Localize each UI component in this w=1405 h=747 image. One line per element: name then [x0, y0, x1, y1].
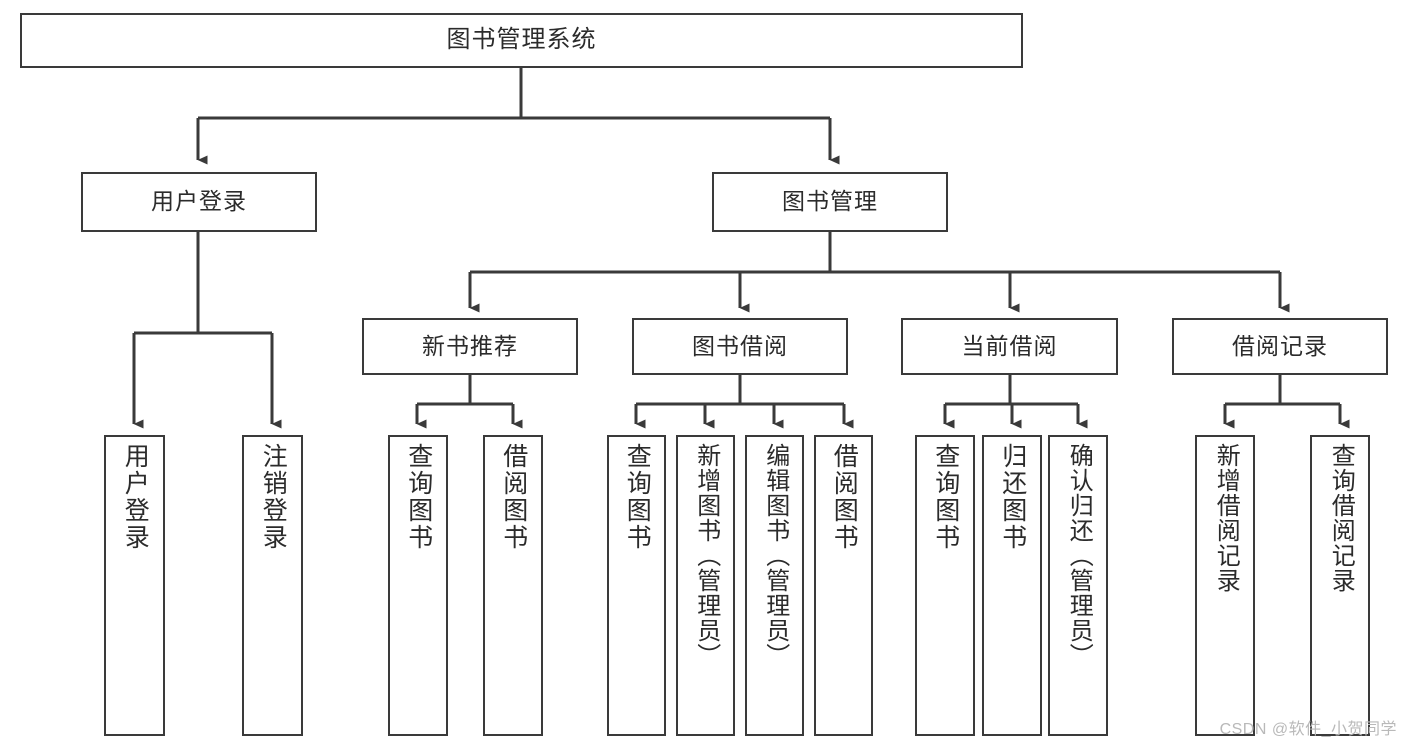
node-label: 用户登录	[121, 443, 150, 551]
node-leaf-borrow-book-recommend[interactable]: 借阅图书	[483, 435, 543, 736]
node-label: 用户登录	[151, 188, 247, 215]
node-label: 新增图书（管理员）	[692, 443, 720, 668]
node-label: 归还图书	[998, 443, 1027, 551]
node-leaf-logout-login[interactable]: 注销登录	[242, 435, 303, 736]
node-leaf-query-book-borrow[interactable]: 查询图书	[607, 435, 666, 736]
node-borrow-record[interactable]: 借阅记录	[1172, 318, 1388, 375]
node-label: 查询图书	[404, 443, 433, 551]
node-leaf-add-book-admin[interactable]: 新增图书（管理员）	[676, 435, 735, 736]
node-current-borrow[interactable]: 当前借阅	[901, 318, 1118, 375]
node-leaf-query-book-recommend[interactable]: 查询图书	[388, 435, 448, 736]
node-label: 图书借阅	[692, 332, 788, 359]
node-label: 借阅图书	[830, 443, 859, 551]
node-label: 查询借阅记录	[1327, 443, 1355, 593]
node-leaf-borrow-book[interactable]: 借阅图书	[814, 435, 873, 736]
node-user-login[interactable]: 用户登录	[81, 172, 317, 232]
watermark-csdn: CSDN @软件_小贺同学	[1219, 721, 1397, 738]
node-leaf-user-login[interactable]: 用户登录	[104, 435, 165, 736]
node-label: 查询图书	[931, 443, 960, 551]
node-label: 新增借阅记录	[1212, 443, 1240, 593]
node-root-book-management-system[interactable]: 图书管理系统	[20, 13, 1023, 68]
node-label: 当前借阅	[961, 332, 1058, 359]
node-label: 图书管理系统	[446, 26, 597, 54]
node-label: 图书管理	[782, 188, 878, 215]
node-leaf-query-book-current[interactable]: 查询图书	[915, 435, 975, 736]
node-label: 编辑图书（管理员）	[761, 443, 789, 668]
node-book-borrow[interactable]: 图书借阅	[632, 318, 848, 375]
node-leaf-confirm-return-admin[interactable]: 确认归还（管理员）	[1048, 435, 1108, 736]
node-new-book-recommend[interactable]: 新书推荐	[362, 318, 578, 375]
node-book-management[interactable]: 图书管理	[712, 172, 948, 232]
node-label: 注销登录	[259, 443, 288, 551]
node-label: 借阅图书	[499, 443, 528, 551]
node-label: 确认归还（管理员）	[1065, 443, 1093, 668]
node-label: 查询图书	[623, 443, 652, 551]
node-label: 新书推荐	[422, 332, 518, 359]
node-leaf-query-borrow-record[interactable]: 查询借阅记录	[1310, 435, 1370, 736]
node-leaf-return-book[interactable]: 归还图书	[982, 435, 1042, 736]
node-leaf-edit-book-admin[interactable]: 编辑图书（管理员）	[745, 435, 804, 736]
node-label: 借阅记录	[1232, 332, 1328, 359]
node-leaf-add-borrow-record[interactable]: 新增借阅记录	[1195, 435, 1255, 736]
